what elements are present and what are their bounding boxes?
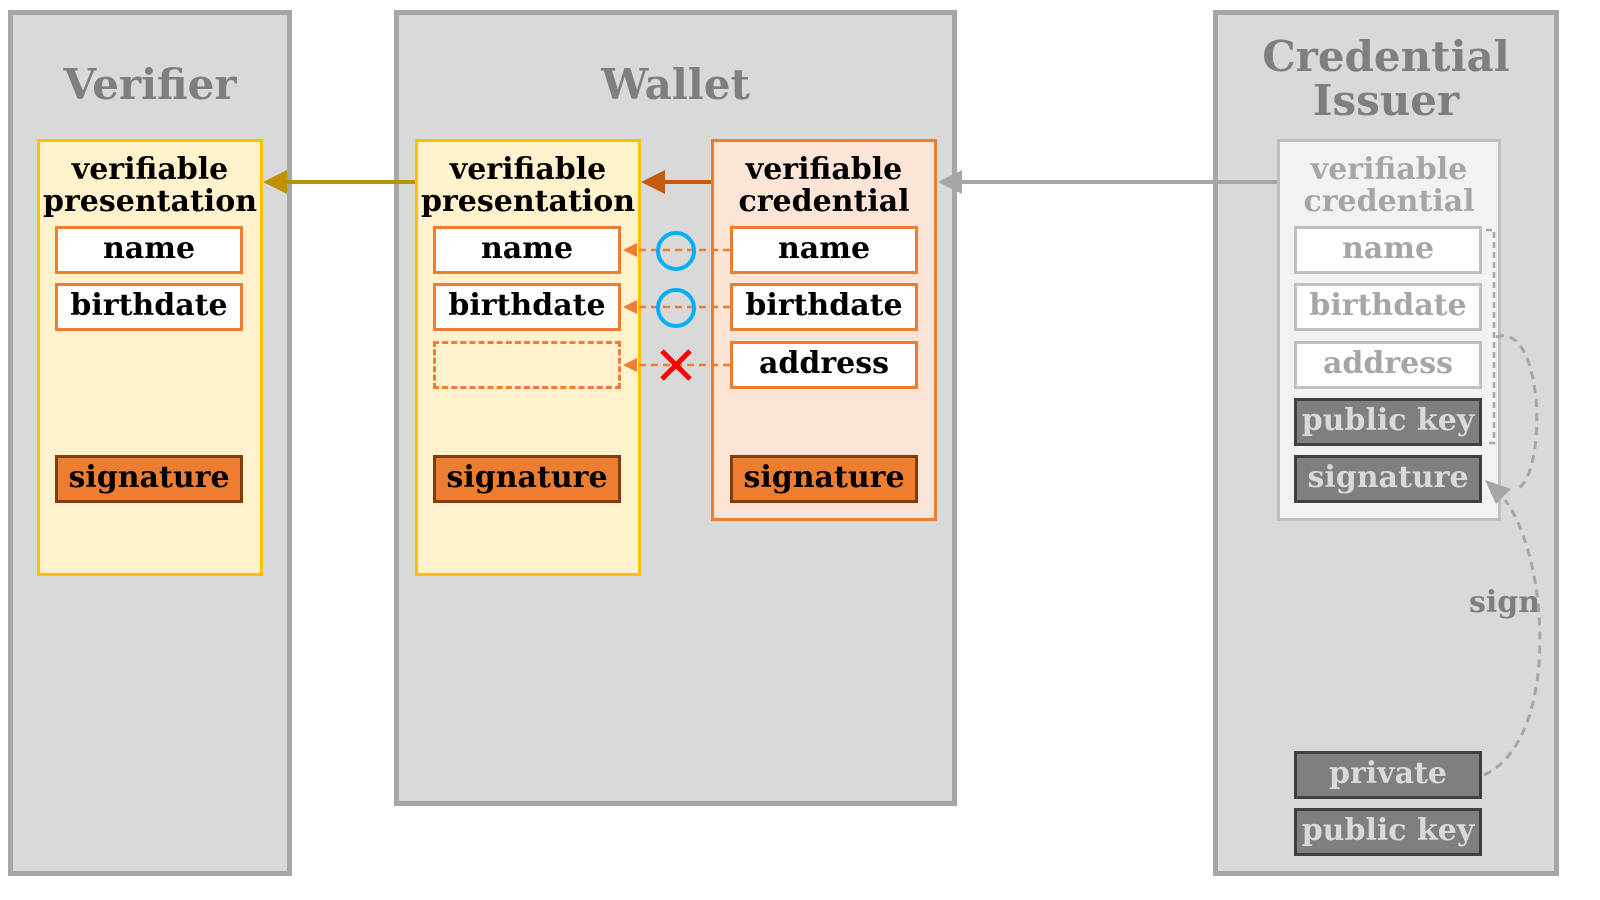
sign-curve — [1483, 499, 1542, 777]
hash-curve — [1495, 334, 1539, 492]
wallet-presentation-signature: signature — [433, 455, 621, 503]
map-birthdate-arrowhead — [623, 300, 637, 314]
verifier-field-name: name — [55, 226, 243, 274]
derive-arrowhead — [641, 170, 665, 194]
issue-arrowhead — [938, 170, 962, 194]
wallet-credential-field-address: address — [730, 341, 918, 389]
wallet-presentation-card: verifiable presentation — [415, 139, 641, 576]
wallet-presentation-field-empty — [433, 341, 621, 389]
issuer-credential-field-birthdate: birthdate — [1294, 283, 1482, 331]
issuer-credential-public-key: public key — [1294, 398, 1482, 446]
wallet-presentation-title: verifiable presentation — [420, 152, 636, 219]
issuer-title: Credential Issuer — [1262, 32, 1510, 125]
wallet-credential-field-birthdate: birthdate — [730, 283, 918, 331]
issuer-public-key: public key — [1294, 808, 1482, 856]
signed-fields-bracket — [1486, 228, 1496, 445]
selected-name-circle-icon — [656, 231, 696, 271]
map-name-arrowhead — [623, 243, 637, 257]
sign-arrowhead — [1485, 480, 1511, 504]
present-arrowhead — [263, 170, 287, 194]
issuer-credential-field-name: name — [1294, 226, 1482, 274]
wallet-presentation-field-name: name — [433, 226, 621, 274]
issuer-credential-signature: signature — [1294, 455, 1482, 503]
wallet-title: Wallet — [601, 60, 750, 109]
verifier-signature: signature — [55, 455, 243, 503]
wallet-presentation-field-birthdate: birthdate — [433, 283, 621, 331]
verifier-presentation-card: verifiable presentation — [37, 139, 263, 576]
issuer-credential-field-address: address — [1294, 341, 1482, 389]
map-address-arrowhead — [623, 358, 637, 372]
selected-birthdate-circle-icon — [656, 288, 696, 328]
sign-label: sign — [1469, 585, 1541, 620]
issuer-credential-title: verifiable credential — [1303, 152, 1475, 219]
wallet-credential-title: verifiable credential — [738, 152, 910, 219]
verifier-field-birthdate: birthdate — [55, 283, 243, 331]
rejected-address-cross-icon — [660, 349, 692, 381]
wallet-credential-field-name: name — [730, 226, 918, 274]
verifier-presentation-title: verifiable presentation — [42, 152, 258, 219]
verifier-title: Verifier — [63, 60, 237, 109]
wallet-credential-signature: signature — [730, 455, 918, 503]
